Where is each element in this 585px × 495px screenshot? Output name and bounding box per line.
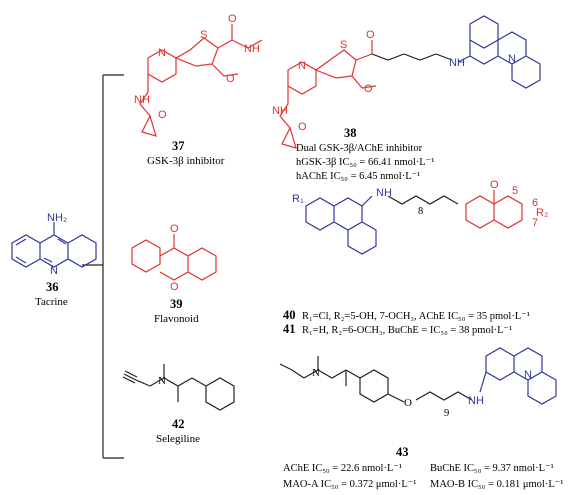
bracket (82, 74, 124, 459)
compound-37-name: GSK-3β inhibitor (147, 155, 225, 167)
compound-43-number: 43 (396, 445, 409, 459)
c37-amide-nh: NH (134, 94, 150, 106)
c40-r2: R₂ (536, 207, 548, 219)
c43-nh: NH (468, 395, 484, 407)
compound-39-number: 39 (170, 297, 183, 311)
c43-o: O (404, 397, 412, 409)
c38-o1: O (366, 29, 375, 41)
c43-acridine-n: N (524, 369, 532, 381)
compound-38-line3: hAChE IC₅₀ = 6.45 nmol·L⁻¹ (296, 171, 420, 182)
c37-o1: O (228, 13, 237, 25)
c37-o3: O (158, 109, 167, 121)
compound-39-structure (131, 234, 217, 281)
c40-pos7: 7 (532, 217, 538, 229)
c39-o2: O (170, 281, 179, 293)
c37-s: S (200, 29, 207, 41)
compound-42-number: 42 (172, 417, 185, 431)
tacrine-structure (11, 222, 97, 268)
c38-n: N (298, 60, 306, 72)
compound-36-name: Tacrine (35, 296, 68, 308)
tacrine-n: N (50, 265, 58, 277)
compound-43-line2b: MAO-B IC₅₀ = 0.181 μmol·L⁻¹ (430, 479, 563, 490)
compound-43-line1b: BuChE IC₅₀ = 9.37 nmol·L⁻¹ (430, 463, 554, 474)
compound-38-number: 38 (344, 126, 357, 140)
c42-n: N (158, 375, 166, 387)
c38-amide-nh: NH (272, 105, 288, 117)
compound-37-structure (139, 24, 263, 137)
c38-acridine-n: N (508, 53, 516, 65)
tacrine-nh2: NH₂ (47, 212, 67, 224)
c37-nh: NH (244, 43, 260, 55)
compound-39-name: Flavonoid (154, 313, 199, 325)
compound-37-number: 37 (172, 139, 185, 153)
c40-chain-8: 8 (418, 206, 423, 217)
c40-r1: R₁ (292, 193, 304, 205)
compound-38-line1: Dual GSK-3β/AChE inhibitor (296, 143, 423, 154)
compound-36-number: 36 (46, 280, 59, 294)
c40-pos6: 6 (532, 197, 538, 209)
compound-38-structure (279, 15, 541, 149)
c43-chain-9: 9 (444, 408, 449, 419)
c40-o1: O (490, 179, 499, 191)
c40-nh: NH (376, 187, 392, 199)
compound-41-number: 41 (283, 322, 296, 336)
compound-41-text: R₁=H, R₂=6-OCH₃, BuChE = IC₅₀ = 38 pmol·… (302, 325, 512, 336)
c38-nh: NH (449, 57, 465, 69)
c38-o3: O (298, 121, 307, 133)
c37-n-pyr: N (158, 47, 166, 59)
c38-o2: O (364, 83, 373, 95)
compound-43-line2a: MAO-A IC₅₀ = 0.372 μmol·L⁻¹ (283, 479, 416, 490)
c39-o1: O (170, 223, 179, 235)
compound-40-41-structure (305, 190, 523, 255)
compound-42-structure (122, 364, 235, 411)
compound-42-name: Selegiline (156, 433, 200, 445)
compound-43-line1a: AChE IC₅₀ = 22.6 nmol·L⁻¹ (283, 463, 402, 474)
compound-38-line2: hGSK-3β IC₅₀ = 66.41 nmol·L⁻¹ (296, 157, 434, 168)
c43-n: N (312, 367, 320, 379)
compound-40-text: R₁=Cl, R₂=5-OH, 7-OCH₃, AChE IC₅₀ = 35 p… (302, 311, 530, 322)
c37-o2: O (226, 73, 235, 85)
c38-s: S (340, 39, 347, 51)
compound-40-number: 40 (283, 308, 296, 322)
compound-43-structure (279, 347, 557, 405)
c40-pos5: 5 (512, 185, 518, 197)
